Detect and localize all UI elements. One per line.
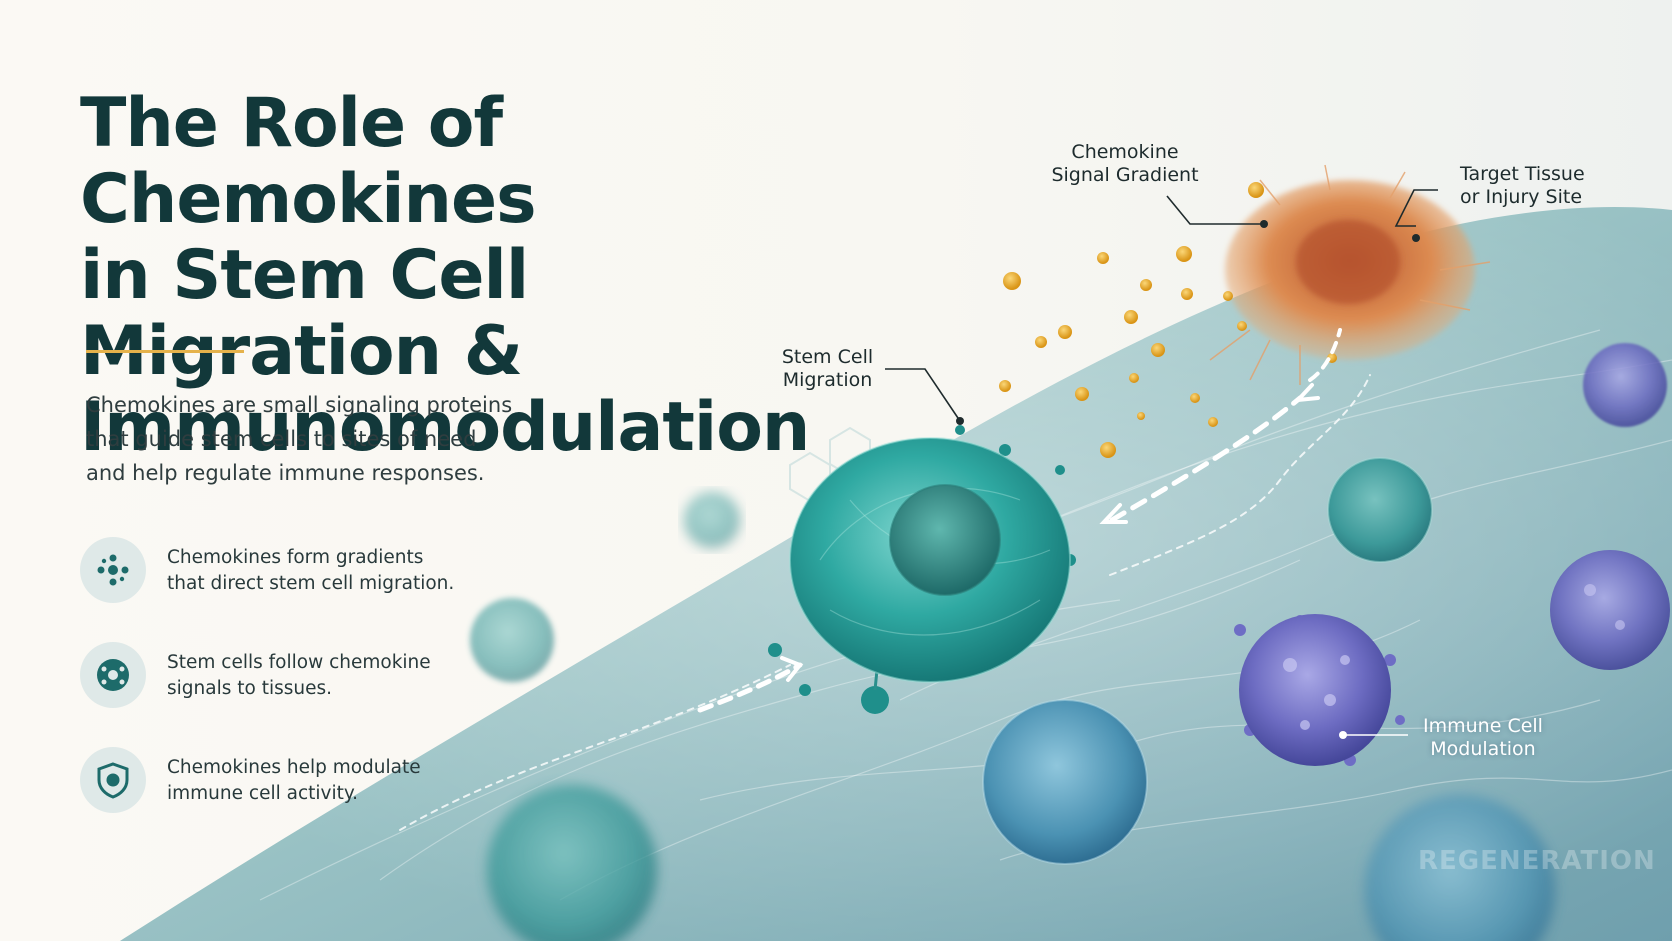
immune-cell xyxy=(1234,614,1405,766)
callout-line: Target Tissue xyxy=(1460,163,1585,185)
callout-line: Immune Cell xyxy=(1423,715,1543,737)
chemokine-particles xyxy=(999,182,1337,458)
callout-stem-cell-migration: Stem Cell Migration xyxy=(770,346,885,392)
immune-cell xyxy=(1583,343,1667,427)
immune-cell xyxy=(1550,550,1670,670)
title-line: The Role of Chemokines xyxy=(80,84,537,239)
intro-line: Chemokines are small signaling proteins xyxy=(86,393,513,417)
shield-icon xyxy=(80,747,146,813)
title-divider xyxy=(86,350,244,353)
callout-line: Signal Gradient xyxy=(1051,164,1199,186)
key-point-line: signals to tissues. xyxy=(167,678,332,699)
tissue-cell xyxy=(982,699,1148,865)
callout-line: Stem Cell xyxy=(781,346,874,368)
intro-line: that guide stem cells to sites of need xyxy=(86,427,477,451)
target-tissue-cell xyxy=(1209,164,1491,385)
intro-line: and help regulate immune responses. xyxy=(86,461,485,485)
migration-path xyxy=(399,328,1371,831)
callout-line: Chemokine xyxy=(1071,141,1179,163)
key-point-line: immune cell activity. xyxy=(167,783,359,804)
blurred-cell xyxy=(470,598,554,682)
title-line: in Stem Cell Migration & xyxy=(80,236,529,391)
callout-line: or Injury Site xyxy=(1460,186,1583,208)
callout-line: Modulation xyxy=(1430,738,1536,760)
key-point-signals: Stem cells follow chemokine signals to t… xyxy=(80,642,560,712)
key-point-line: Chemokines help modulate xyxy=(167,757,421,778)
callout-line: Migration xyxy=(782,369,873,391)
callout-leaders xyxy=(885,189,1438,422)
key-point-immune: Chemokines help modulate immune cell act… xyxy=(80,747,560,817)
key-point-gradients: Chemokines form gradients that direct st… xyxy=(80,537,560,607)
key-point-line: that direct stem cell migration. xyxy=(167,573,455,594)
tissue-cell xyxy=(1327,457,1433,563)
blurred-cell xyxy=(1365,795,1555,941)
key-point-line: Stem cells follow chemokine xyxy=(167,652,431,673)
callout-dots xyxy=(956,220,1420,425)
stem-cell xyxy=(768,425,1076,714)
key-point-text: Chemokines help modulate immune cell act… xyxy=(167,755,557,807)
title-line: Immunomodulation xyxy=(80,388,810,467)
intro-text: Chemokines are small signaling proteins … xyxy=(86,388,536,490)
cell-target-icon xyxy=(80,642,146,708)
callout-immune-modulation: Immune Cell Modulation xyxy=(1408,715,1558,761)
key-point-text: Stem cells follow chemokine signals to t… xyxy=(167,650,557,702)
key-point-text: Chemokines form gradients that direct st… xyxy=(167,545,557,597)
gradient-dots-icon xyxy=(80,537,146,603)
blurred-cell xyxy=(487,785,657,941)
page-title: The Role of Chemokines in Stem Cell Migr… xyxy=(80,86,860,466)
watermark-logo: REGENERATION xyxy=(1418,846,1656,876)
callout-target-tissue: Target Tissue or Injury Site xyxy=(1460,163,1610,209)
callout-chemokine-gradient: Chemokine Signal Gradient xyxy=(1040,141,1210,187)
immune-callout-leader xyxy=(1339,731,1408,739)
blurred-cell xyxy=(684,492,740,548)
key-point-line: Chemokines form gradients xyxy=(167,547,424,568)
